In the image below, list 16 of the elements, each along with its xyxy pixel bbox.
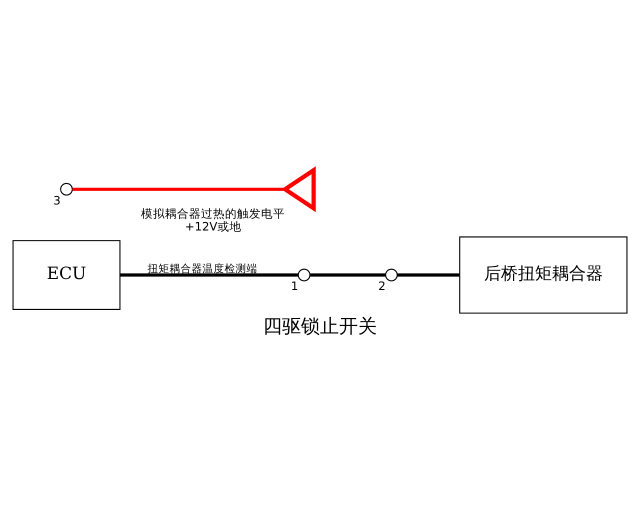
connector [72,187,286,190]
connector [310,272,386,276]
node-label: 2 [378,278,386,293]
node-label: +12V或地 [184,218,242,233]
node-label: 模拟耦合器过热的触发电平 [141,206,286,220]
node-circle [298,268,310,281]
node-box: ECU [12,240,120,310]
connector [120,272,298,276]
node-label: 3 [53,192,61,207]
node-label: 1 [290,278,298,293]
node-circle [385,268,398,281]
connector [398,272,460,276]
node-box: 后桥扭矩耦合器 [459,236,628,314]
node-circle [60,182,73,196]
caption: 四驱锁止开关 [263,315,377,338]
edge-label: 扭矩耦合器温度检测端 [148,262,258,274]
